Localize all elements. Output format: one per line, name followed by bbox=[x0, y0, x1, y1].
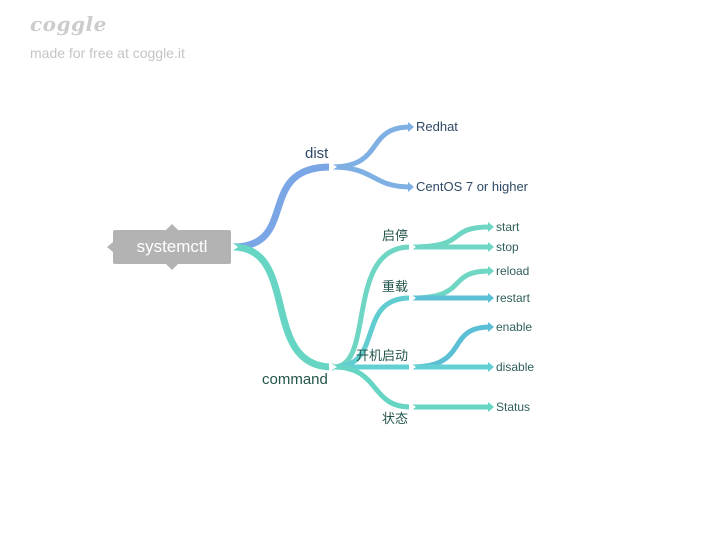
root-node-systemctl[interactable]: systemctl bbox=[113, 230, 231, 264]
arrow-qiting bbox=[409, 242, 416, 252]
branch-chongzai-to-reload bbox=[409, 268, 493, 301]
made-with-coggle-text: made for free at coggle.it bbox=[30, 45, 185, 61]
arrow-disable bbox=[488, 362, 494, 372]
branch-dist-to-centos bbox=[329, 164, 413, 190]
root-handle-top bbox=[166, 224, 178, 230]
node-centos[interactable]: CentOS 7 or higher bbox=[416, 179, 529, 194]
root-handle-left bbox=[107, 242, 113, 252]
arrow-zhuangtai bbox=[409, 402, 416, 412]
node-disable[interactable]: disable bbox=[496, 360, 535, 374]
arrow-enable bbox=[488, 322, 494, 332]
arrow-reload bbox=[488, 266, 494, 276]
root-handle-right bbox=[231, 242, 238, 252]
node-redhat[interactable]: Redhat bbox=[416, 119, 458, 134]
branch-root-to-dist bbox=[229, 163, 334, 251]
node-status[interactable]: Status bbox=[496, 400, 531, 414]
arrow-start bbox=[488, 222, 494, 232]
branch-root-to-command bbox=[229, 243, 336, 371]
coggle-logo: coggle bbox=[30, 12, 107, 36]
node-enable[interactable]: enable bbox=[496, 320, 533, 334]
arrow-restart bbox=[488, 293, 494, 303]
branch-command-to-qiting bbox=[331, 244, 413, 370]
node-restart[interactable]: restart bbox=[496, 291, 531, 305]
node-dist[interactable]: dist bbox=[305, 145, 329, 162]
arrow-centos bbox=[408, 182, 414, 192]
arrow-status bbox=[488, 402, 494, 412]
arrow-kaiji bbox=[409, 362, 416, 372]
root-handle-bottom bbox=[166, 264, 178, 270]
arrow-redhat bbox=[408, 122, 414, 132]
node-zhuangtai[interactable]: 状态 bbox=[382, 411, 409, 426]
node-stop[interactable]: stop bbox=[496, 240, 519, 254]
node-chongzai[interactable]: 重载 bbox=[382, 279, 409, 294]
arrow-command bbox=[329, 362, 337, 372]
arrow-chongzai bbox=[409, 293, 416, 303]
arrow-stop bbox=[488, 242, 494, 252]
node-start[interactable]: start bbox=[496, 220, 520, 234]
node-reload[interactable]: reload bbox=[496, 264, 530, 278]
branch-qiting-to-start bbox=[409, 224, 493, 250]
branch-command-to-zhuangtai bbox=[331, 364, 413, 410]
node-command[interactable]: command bbox=[262, 371, 328, 388]
arrow-dist bbox=[329, 162, 337, 172]
node-kaiji[interactable]: 开机启动 bbox=[356, 348, 409, 363]
branch-command-to-chongzai bbox=[331, 295, 413, 370]
node-qiting[interactable]: 启停 bbox=[382, 228, 409, 243]
branch-dist-to-redhat bbox=[329, 124, 413, 170]
branch-kaiji-to-enable bbox=[409, 324, 493, 370]
